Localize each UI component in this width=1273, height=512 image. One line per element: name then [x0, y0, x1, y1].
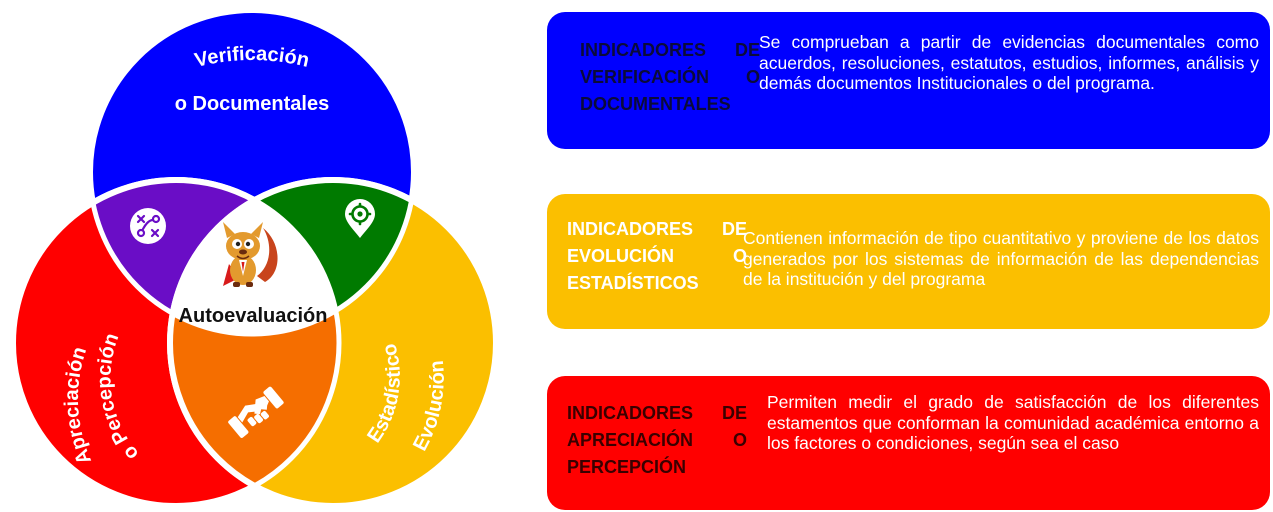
card-verificacion-body: Se comprueban a partir de evidencias doc… — [759, 32, 1259, 93]
card-verificacion-title: INDICADORES DE VERIFICACIÓN O DOCUMENTAL… — [580, 40, 760, 114]
venn-top-label-2: o Documentales — [175, 93, 329, 115]
handshake-icon — [228, 386, 284, 438]
card-apreciacion: INDICADORES DE APRECIACIÓN O PERCEPCIÓN … — [547, 376, 1270, 510]
squirrel-mascot-icon — [223, 222, 278, 287]
card-verificacion: INDICADORES DE VERIFICACIÓN O DOCUMENTAL… — [547, 12, 1270, 149]
card-evolucion: INDICADORES DE EVOLUCIÓN O ESTADÍSTICOS … — [547, 194, 1270, 329]
card-evolucion-title: INDICADORES DE EVOLUCIÓN O ESTADÍSTICOS — [567, 219, 747, 293]
card-evolucion-body: Contienen información de tipo cuantitati… — [743, 228, 1259, 289]
venn-center-label: Autoevaluación — [179, 305, 328, 327]
card-apreciacion-title: INDICADORES DE APRECIACIÓN O PERCEPCIÓN — [567, 403, 747, 477]
strategy-icon — [130, 208, 166, 244]
card-apreciacion-body: Permiten medir el grado de satisfacción … — [767, 392, 1259, 453]
venn-diagram: Verificación o Documentales Apreciación … — [0, 0, 499, 509]
gear-location-icon — [345, 199, 375, 238]
